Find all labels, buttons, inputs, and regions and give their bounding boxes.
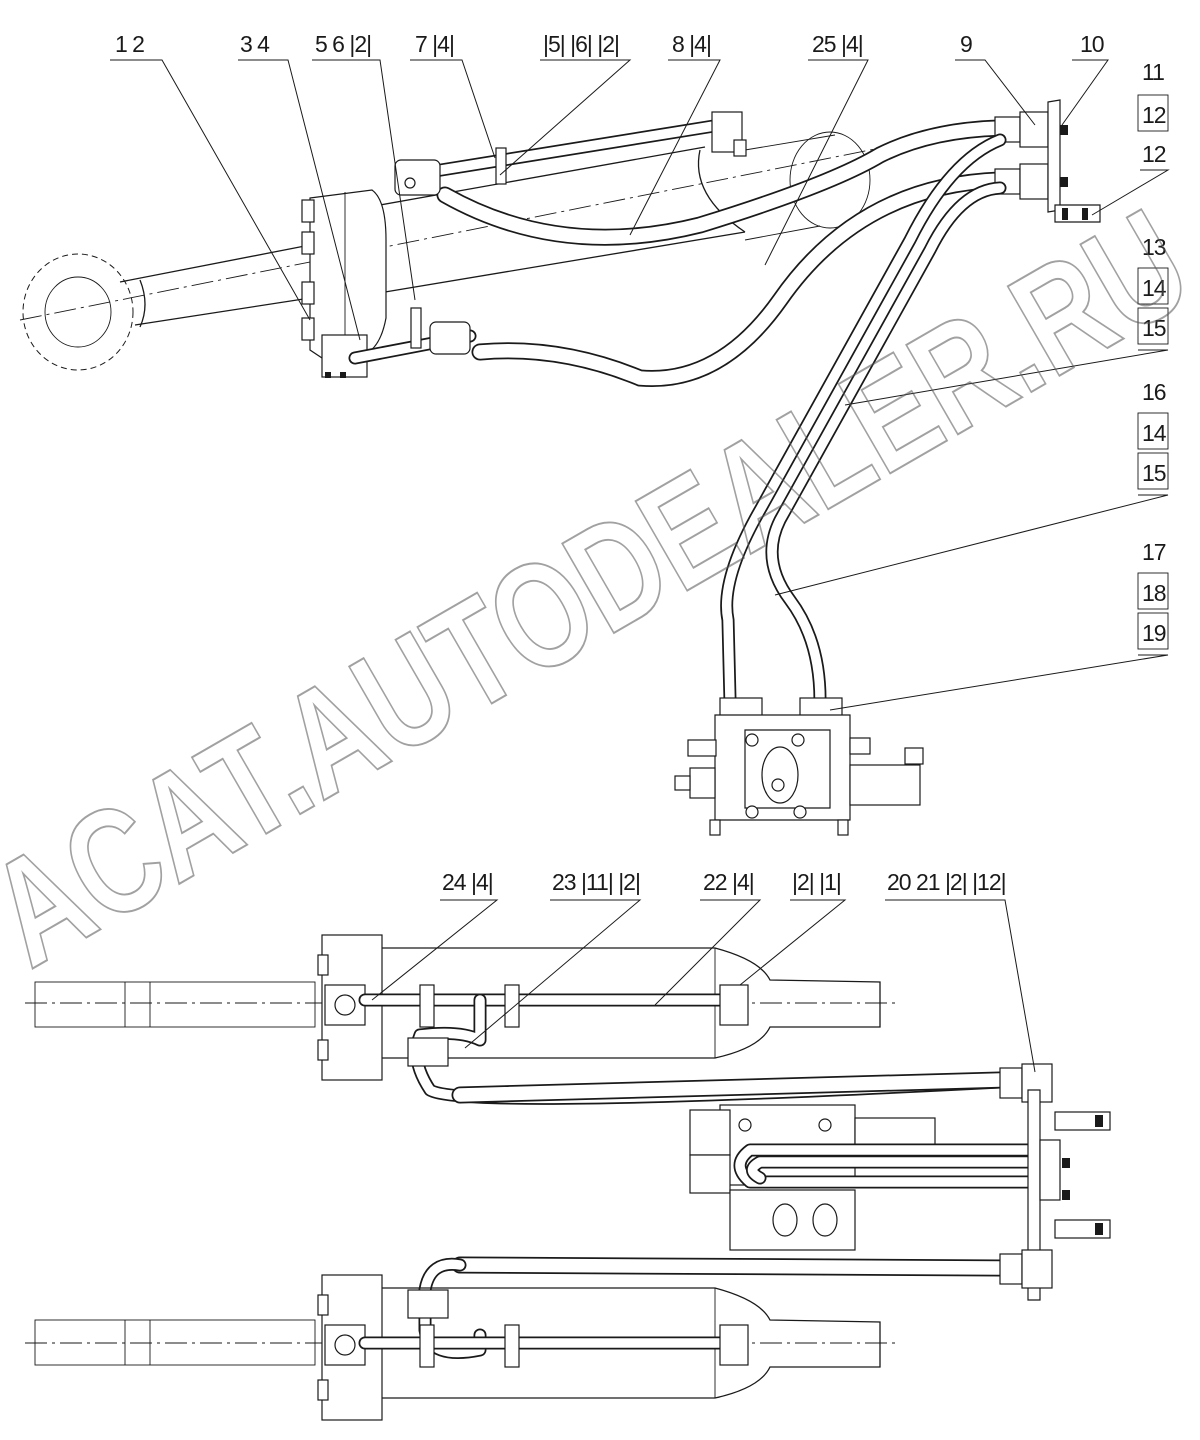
- pipe-22-upper: [358, 984, 749, 1028]
- callout-24-4: 24 |4|: [442, 869, 493, 895]
- bottom-view: 24 |4| 23 |11| |2| 22 |4| |2| |1| 20 21 …: [25, 869, 1111, 1421]
- callout-9: 9: [960, 31, 972, 57]
- callout-8-4: 8 |4|: [672, 31, 711, 57]
- callout-17: 17: [1142, 539, 1166, 565]
- callout-18-boxed: 18: [1142, 580, 1166, 606]
- cylinder-eye-dashed: [22, 253, 134, 371]
- pipe-loop-upper: [407, 993, 1053, 1105]
- callout-23-11-2: 23 |11| |2|: [552, 869, 640, 895]
- hose-upper: [436, 119, 1009, 246]
- fittings-bracket: [994, 99, 1101, 223]
- callout-12: 12: [1142, 141, 1166, 167]
- cylinder-head-flange: [301, 189, 387, 378]
- pipe-loop-lower: [407, 1249, 1053, 1359]
- hose-lower: [471, 171, 1009, 388]
- pipes-to-valve: [720, 133, 1007, 707]
- callout-16: 16: [1142, 379, 1166, 405]
- callout-3-4: 3 4: [240, 31, 270, 57]
- top-view: 1 2 3 4 5 6 |2| 7 |4| |5| |6| |2| 8 |4| …: [19, 31, 1170, 836]
- bottom-right-bracket: [1027, 1089, 1111, 1301]
- callout-12-boxed: 12: [1142, 102, 1166, 128]
- callout-1-2: 1 2: [115, 31, 144, 57]
- bottom-callouts: 24 |4| 23 |11| |2| 22 |4| |2| |1| 20 21 …: [442, 869, 1007, 895]
- callout-14-boxed: 14: [1142, 275, 1167, 301]
- bottom-leaders: [371, 899, 1036, 1073]
- callout-11: 11: [1142, 59, 1164, 85]
- control-valve: [674, 697, 924, 836]
- callout-25-4: 25 |4|: [812, 31, 863, 57]
- callout-10: 10: [1080, 31, 1104, 57]
- callout-13: 13: [1142, 234, 1166, 260]
- callout-19-boxed: 19: [1142, 620, 1166, 646]
- callout-22-4: 22 |4|: [703, 869, 754, 895]
- top-leaders: [110, 59, 1170, 711]
- bottom-cylinder-lower: [25, 1274, 895, 1421]
- callout-15-boxed: 15: [1142, 315, 1166, 341]
- callout-5-6-2b: |5| |6| |2|: [543, 31, 619, 57]
- top-callouts: 1 2 3 4 5 6 |2| 7 |4| |5| |6| |2| 8 |4| …: [115, 31, 1105, 57]
- pipe-upper-steel: [394, 111, 747, 196]
- cylinder-rod: [119, 244, 311, 328]
- right-column-callouts: 11 12 12 13 14 15 16 14 15 17 18 19: [1137, 59, 1169, 650]
- callout-5-6-2: 5 6 |2|: [315, 31, 371, 57]
- pipe-u-loop: [733, 1143, 1037, 1189]
- callout-20-21-2-12: 20 21 |2| |12|: [887, 869, 1006, 895]
- pipe-lower-short: [348, 307, 477, 365]
- bottom-cylinder-upper: [25, 934, 895, 1081]
- callout-2-1: |2| |1|: [792, 869, 841, 895]
- callout-15b-boxed: 15: [1142, 460, 1166, 486]
- callout-7-4: 7 |4|: [415, 31, 454, 57]
- callout-14b-boxed: 14: [1142, 420, 1167, 446]
